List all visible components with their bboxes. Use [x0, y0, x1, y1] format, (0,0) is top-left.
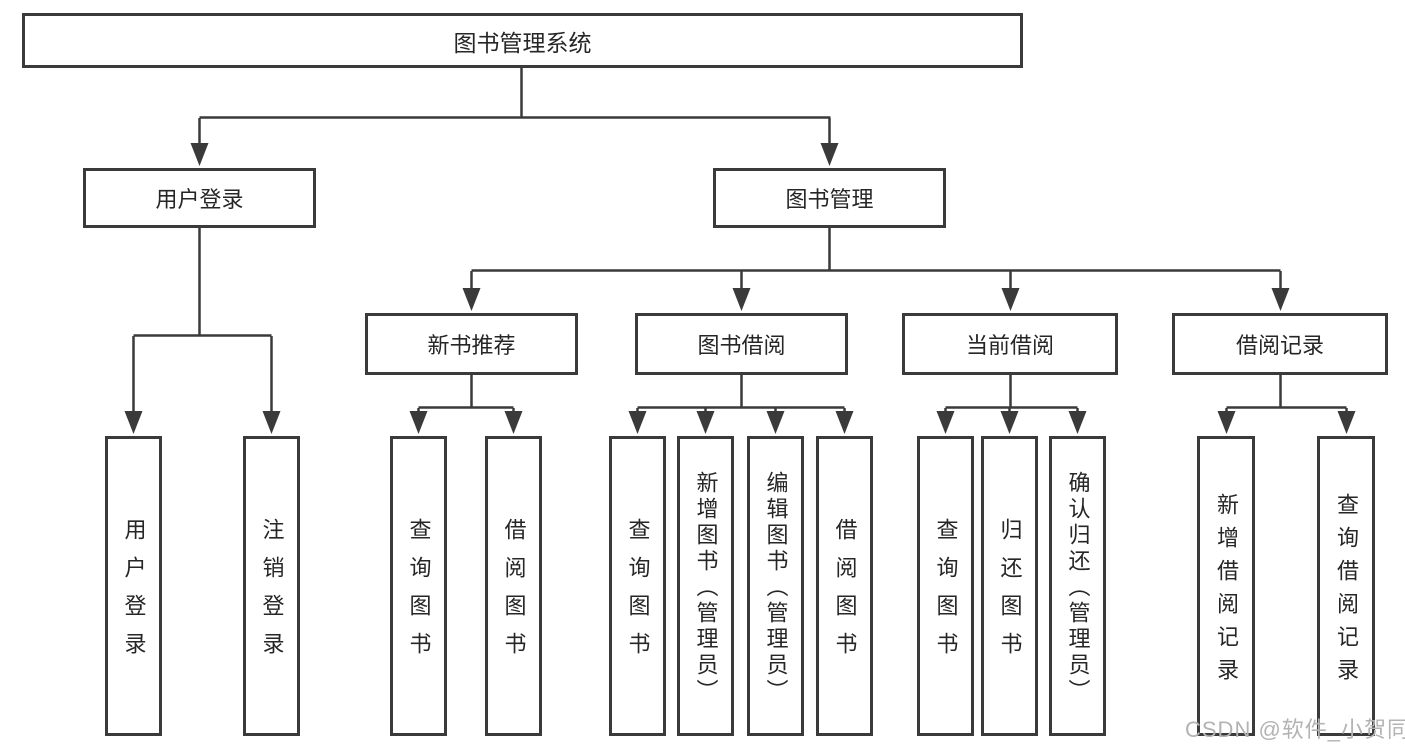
leaf-query-books-borrow: 查询图书 [609, 436, 666, 736]
node-new-book-recommend: 新书推荐 [365, 313, 578, 375]
leaf-user-login: 用户登录 [105, 436, 162, 736]
node-current-borrowing: 当前借阅 [902, 313, 1118, 375]
node-book-management-module: 图书管理 [713, 168, 946, 228]
csdn-watermark: CSDN @软件_小贺同学 [1185, 717, 1405, 742]
leaf-confirm-return-admin: 确认归还（管理员） [1049, 436, 1106, 736]
node-user-login-module: 用户登录 [83, 168, 316, 228]
leaf-add-book-admin: 新增图书（管理员） [677, 436, 734, 736]
leaf-add-borrow-record: 新增借阅记录 [1197, 436, 1255, 736]
leaf-query-books-recommend: 查询图书 [390, 436, 447, 736]
node-root-library-system: 图书管理系统 [22, 13, 1023, 68]
leaf-logout: 注销登录 [243, 436, 300, 736]
leaf-query-borrow-record: 查询借阅记录 [1317, 436, 1375, 736]
leaf-borrow-books-recommend: 借阅图书 [485, 436, 542, 736]
leaf-borrow-books: 借阅图书 [816, 436, 873, 736]
leaf-edit-book-admin: 编辑图书（管理员） [747, 436, 804, 736]
leaf-return-book: 归还图书 [981, 436, 1038, 736]
node-book-borrowing: 图书借阅 [635, 313, 848, 375]
leaf-query-books-current: 查询图书 [917, 436, 974, 736]
node-borrowing-records: 借阅记录 [1172, 313, 1388, 375]
